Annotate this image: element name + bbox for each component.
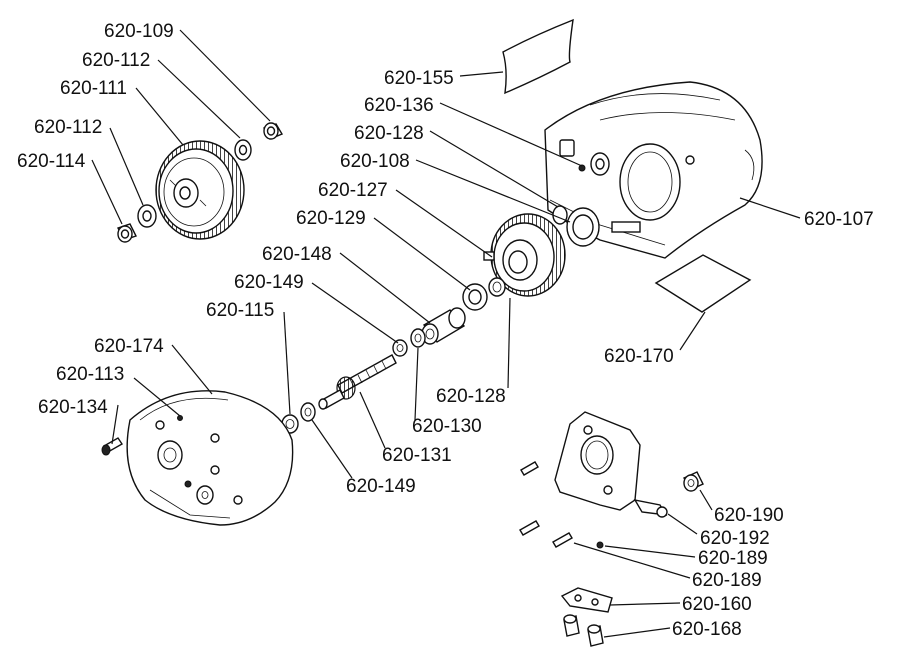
label-620-170: 620-170 (604, 346, 674, 367)
label-620-114: 620-114 (17, 151, 86, 172)
part-washer-620-149-upper (392, 339, 408, 357)
part-gear-620-127 (483, 213, 566, 297)
label-620-129: 620-129 (296, 208, 366, 229)
part-screw-620-113 (177, 415, 183, 421)
label-620-112-upper: 620-112 (82, 50, 150, 71)
part-shaft-620-131 (318, 354, 397, 410)
label-620-109: 620-109 (104, 21, 174, 42)
part-gear-620-111 (155, 140, 245, 240)
part-block-620-160 (560, 587, 613, 613)
label-620-128-upper: 620-128 (354, 123, 424, 144)
label-620-127: 620-127 (318, 180, 388, 201)
label-620-128-lower: 620-128 (436, 386, 506, 407)
part-washer-620-129 (462, 283, 488, 311)
label-620-155: 620-155 (384, 68, 454, 89)
part-housing-620-107 (544, 81, 763, 259)
label-620-192: 620-192 (700, 528, 770, 549)
part-bushing-620-190 (683, 471, 704, 492)
label-620-115: 620-115 (206, 300, 274, 321)
label-620-107: 620-107 (804, 209, 874, 230)
part-bushing-620-128-upper (552, 205, 568, 225)
part-screw-620-168 (563, 614, 604, 647)
part-cover-620-174 (126, 390, 294, 526)
part-washer-620-112-lower (137, 204, 157, 228)
part-label-620-170 (654, 254, 752, 313)
part-washer-620-149-lower (300, 402, 316, 422)
part-ring-620-130 (410, 328, 426, 348)
label-620-149-upper: 620-149 (234, 272, 304, 293)
part-label-620-155 (502, 18, 574, 95)
part-washer-620-112-upper (234, 139, 252, 161)
part-bearing-620-108 (566, 207, 600, 247)
label-620-174: 620-174 (94, 336, 164, 357)
part-pin-620-189 (519, 461, 604, 549)
label-620-113: 620-113 (56, 364, 124, 385)
label-620-108: 620-108 (340, 151, 410, 172)
label-620-131: 620-131 (382, 445, 452, 466)
part-bushing-620-128-lower (488, 277, 506, 297)
label-620-148: 620-148 (262, 244, 332, 265)
label-620-168: 620-168 (672, 619, 742, 640)
leader-lines (91, 29, 801, 638)
part-bracket-620-192 (554, 411, 668, 518)
part-bushing-620-109 (262, 122, 284, 140)
label-620-136: 620-136 (364, 95, 434, 116)
label-620-189-upper: 620-189 (698, 548, 768, 569)
part-bolt-620-134 (101, 437, 123, 456)
label-620-189-lower: 620-189 (692, 570, 762, 591)
label-620-130: 620-130 (412, 416, 482, 437)
label-620-112-lower: 620-112 (34, 117, 102, 138)
part-pin-620-136 (578, 164, 586, 172)
label-620-149-lower: 620-149 (346, 476, 416, 497)
label-620-134: 620-134 (38, 397, 108, 418)
label-620-160: 620-160 (682, 594, 752, 615)
part-sleeve-620-148 (421, 307, 466, 345)
label-620-190: 620-190 (714, 505, 784, 526)
label-620-111: 620-111 (60, 78, 127, 99)
part-bushing-620-114 (117, 223, 137, 243)
